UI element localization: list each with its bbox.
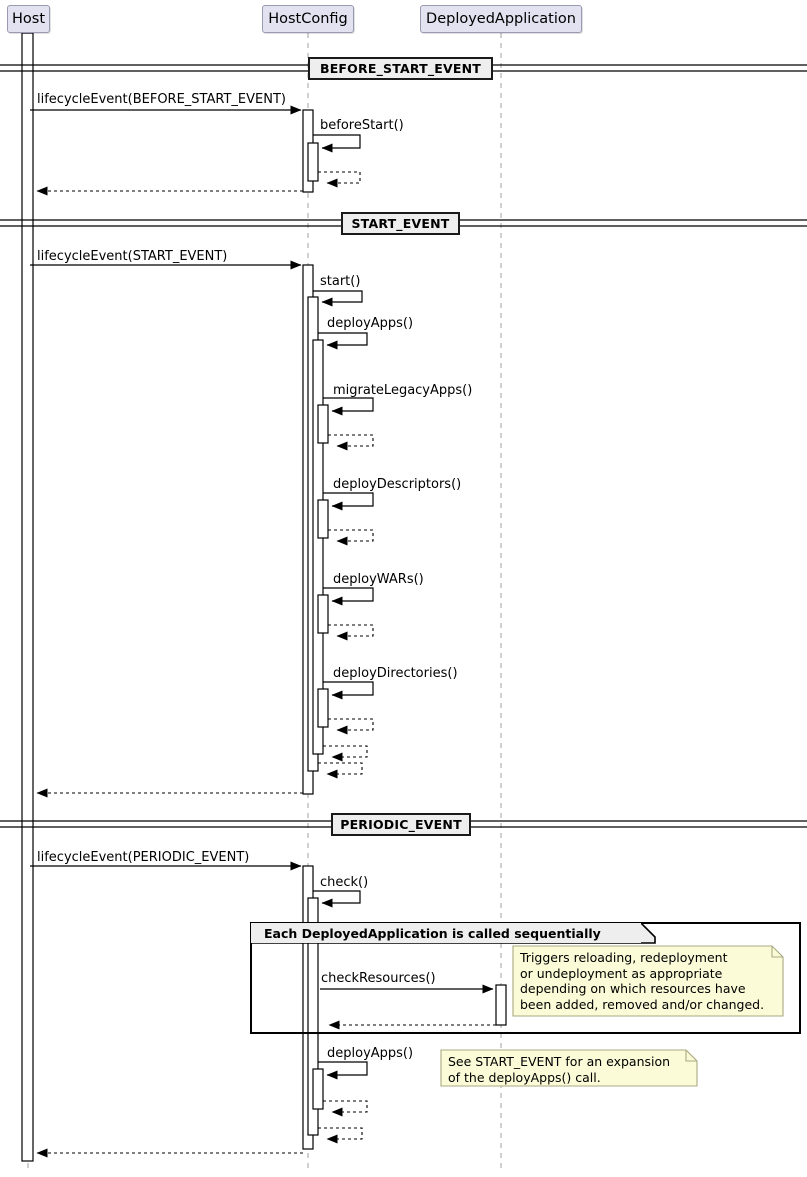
message-label-deploywars: deployWARs() (333, 572, 424, 587)
participant-deployedapplication-label: DeployedApplication (426, 11, 576, 27)
return-deploydescriptors (328, 529, 374, 546)
message-label-check: check() (320, 875, 369, 890)
activation-deploywars (317, 594, 329, 634)
divider-periodic-event: PERIODIC_EVENT (331, 813, 471, 836)
message-label-migratelegacyapps: migrateLegacyApps() (333, 383, 473, 398)
divider-rules (0, 64, 807, 828)
participant-host-label: Host (11, 11, 45, 27)
divider-before-start-event-label: BEFORE_START_EVENT (319, 61, 482, 76)
return-beforestart (318, 171, 361, 188)
note-text-deployapps: See START_EVENT for an expansion of the … (448, 1054, 671, 1085)
return-deployapps-start (323, 745, 368, 762)
lifelines (27, 33, 502, 1172)
return-deployapps-periodic (323, 1100, 368, 1117)
note-text-checkresources: Triggers reloading, redeployment or unde… (520, 950, 765, 1012)
activation-hostconfig-start-l3 (312, 339, 324, 755)
selfcall-migratelegacyapps (323, 397, 374, 416)
selfcall-check (313, 890, 361, 908)
note-shape-deployapps (440, 1049, 698, 1087)
selfcall-deployapps (318, 332, 368, 350)
note-fold-deployapps (685, 1050, 697, 1062)
message-label-lifecycleevent-before-start: lifecycleEvent(BEFORE_START_EVENT) (37, 92, 286, 107)
activation-deployapps-periodic (312, 1068, 324, 1110)
divider-periodic-event-label: PERIODIC_EVENT (340, 817, 462, 832)
note-shape-checkresources (512, 945, 784, 1017)
activation-migratelegacyapps (317, 404, 329, 444)
return-deploywars (328, 624, 374, 641)
section-start-event (30, 260, 374, 798)
selfcall-deploywars (323, 587, 374, 606)
return-start (318, 762, 363, 779)
message-label-deploydirectories: deployDirectories() (333, 666, 458, 681)
activation-deploydescriptors (317, 499, 329, 539)
selfcall-deploydescriptors (323, 492, 374, 511)
activation-deployedapplication-checkresources (495, 984, 507, 1026)
participant-host[interactable]: Host (7, 5, 50, 33)
message-label-deploydescriptors: deployDescriptors() (333, 477, 462, 492)
section-before-start-event (30, 105, 361, 196)
message-label-lifecycleevent-start: lifecycleEvent(START_EVENT) (37, 249, 228, 264)
activation-hostconfig-periodic-l2 (307, 897, 319, 1136)
selfcall-start (313, 290, 363, 307)
selfcall-deploydirectories (323, 681, 374, 700)
participant-hostconfig[interactable]: HostConfig (262, 5, 354, 33)
activation-host (21, 32, 34, 1162)
selfcall-beforestart (313, 134, 361, 153)
activation-hostconfig-l2-beforestart (307, 142, 319, 182)
activation-deploydirectories (317, 688, 329, 728)
notes-shapes (440, 945, 784, 1087)
message-label-lifecycleevent-periodic: lifecycleEvent(PERIODIC_EVENT) (37, 850, 250, 865)
participant-deployedapplication[interactable]: DeployedApplication (420, 5, 582, 33)
message-label-checkresources: checkResources() (321, 971, 436, 986)
message-label-start: start() (320, 274, 361, 289)
return-check (318, 1127, 363, 1144)
return-migratelegacyapps (328, 434, 374, 451)
participant-hostconfig-label: HostConfig (268, 11, 348, 27)
divider-start-event-label: START_EVENT (351, 216, 450, 231)
selfcall-deployapps-periodic (318, 1061, 368, 1080)
divider-start-event: START_EVENT (341, 212, 460, 235)
divider-before-start-event: BEFORE_START_EVENT (308, 57, 493, 80)
message-label-beforestart: beforeStart() (320, 118, 404, 133)
group-header-sequential-label: Each DeployedApplication is called seque… (264, 925, 601, 941)
message-label-deployapps-start: deployApps() (327, 316, 414, 331)
group-header-sequential: Each DeployedApplication is called seque… (251, 923, 641, 943)
note-fold-checkresources (771, 946, 783, 958)
message-label-deployapps-periodic: deployApps() (327, 1046, 414, 1061)
return-deploydirectories (328, 718, 374, 735)
